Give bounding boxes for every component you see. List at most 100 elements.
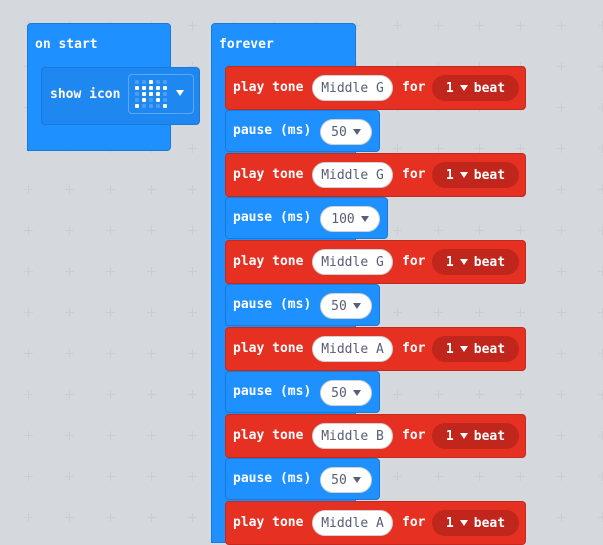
grid-plus: [106, 390, 115, 399]
beat-dropdown[interactable]: 1 beat: [432, 336, 519, 362]
grid-plus: [516, 21, 525, 30]
pause-block[interactable]: pause (ms) 100: [225, 197, 388, 239]
chevron-down-icon: [459, 520, 468, 526]
grid-plus: [24, 267, 33, 276]
beat-unit: beat: [473, 428, 506, 444]
grid-plus: [393, 144, 402, 153]
grid-plus: [106, 267, 115, 276]
grid-plus: [557, 144, 566, 153]
led-pixel: [163, 98, 167, 102]
pause-value: 50: [331, 124, 347, 140]
grid-plus: [106, 185, 115, 194]
play-tone-block[interactable]: play tone Middle G for 1 beat: [225, 66, 526, 110]
grid-plus: [147, 513, 156, 522]
for-label: for: [402, 80, 426, 95]
note-value: Middle A: [321, 515, 384, 531]
grid-plus: [598, 472, 603, 481]
play-tone-block[interactable]: play tone Middle A for 1 beat: [225, 501, 526, 545]
chevron-down-icon: [352, 477, 361, 483]
pause-value-dropdown[interactable]: 100: [320, 206, 380, 232]
grid-plus: [106, 226, 115, 235]
grid-plus: [65, 472, 74, 481]
led-pixel: [149, 98, 153, 102]
play-tone-label: play tone: [233, 428, 304, 443]
beat-dropdown[interactable]: 1 beat: [432, 162, 519, 188]
play-tone-block[interactable]: play tone Middle A for 1 beat: [225, 327, 526, 371]
grid-plus: [598, 226, 603, 235]
led-pixel: [163, 104, 167, 108]
play-tone-block[interactable]: play tone Middle G for 1 beat: [225, 153, 526, 197]
pause-block[interactable]: pause (ms) 50: [225, 110, 380, 152]
play-tone-block[interactable]: play tone Middle B for 1 beat: [225, 414, 526, 458]
grid-plus: [393, 472, 402, 481]
grid-plus: [147, 185, 156, 194]
note-value: Middle A: [321, 341, 384, 357]
led-pixel: [135, 92, 139, 96]
grid-plus: [557, 21, 566, 30]
show-icon-block[interactable]: show icon: [41, 67, 200, 125]
note-value: Middle B: [321, 428, 384, 444]
pause-block[interactable]: pause (ms) 50: [225, 371, 380, 413]
pause-value-dropdown[interactable]: 50: [320, 119, 372, 145]
beat-dropdown[interactable]: 1 beat: [432, 423, 519, 449]
pause-label: pause (ms): [233, 123, 312, 138]
grid-plus: [24, 472, 33, 481]
chevron-down-icon: [459, 433, 468, 439]
grid-plus: [557, 267, 566, 276]
icon-picker-dropdown[interactable]: [128, 74, 194, 114]
grid-plus: [516, 308, 525, 317]
grid-plus: [106, 513, 115, 522]
note-value: Middle G: [321, 254, 384, 270]
grid-plus: [24, 349, 33, 358]
pause-value: 100: [331, 211, 355, 227]
note-dropdown[interactable]: Middle A: [312, 336, 393, 362]
grid-plus: [475, 472, 484, 481]
note-dropdown[interactable]: Middle B: [312, 423, 393, 449]
grid-plus: [598, 62, 603, 71]
grid-plus: [557, 349, 566, 358]
grid-plus: [475, 308, 484, 317]
grid-plus: [65, 226, 74, 235]
led-pixel: [142, 92, 146, 96]
grid-plus: [598, 513, 603, 522]
beat-unit: beat: [473, 254, 506, 270]
grid-plus: [393, 390, 402, 399]
beat-value: 1: [445, 80, 454, 96]
grid-plus: [557, 103, 566, 112]
beat-dropdown[interactable]: 1 beat: [432, 75, 519, 101]
note-dropdown[interactable]: Middle G: [312, 162, 393, 188]
grid-plus: [188, 308, 197, 317]
beat-unit: beat: [473, 167, 506, 183]
led-pixel: [149, 86, 153, 90]
grid-plus: [188, 431, 197, 440]
grid-plus: [65, 390, 74, 399]
grid-plus: [598, 390, 603, 399]
pause-block[interactable]: pause (ms) 50: [225, 284, 380, 326]
grid-plus: [188, 21, 197, 30]
grid-plus: [24, 226, 33, 235]
pause-value-dropdown[interactable]: 50: [320, 467, 372, 493]
note-dropdown[interactable]: Middle G: [312, 249, 393, 275]
beat-dropdown[interactable]: 1 beat: [432, 249, 519, 275]
pause-label: pause (ms): [233, 297, 312, 312]
led-pixel: [135, 86, 139, 90]
grid-plus: [516, 390, 525, 399]
grid-plus: [188, 62, 197, 71]
grid-plus: [106, 308, 115, 317]
note-dropdown[interactable]: Middle A: [312, 510, 393, 536]
grid-plus: [65, 267, 74, 276]
for-label: for: [402, 167, 426, 182]
note-dropdown[interactable]: Middle G: [312, 75, 393, 101]
pause-block[interactable]: pause (ms) 50: [225, 458, 380, 500]
play-tone-block[interactable]: play tone Middle G for 1 beat: [225, 240, 526, 284]
led-pixel: [163, 80, 167, 84]
pause-value-dropdown[interactable]: 50: [320, 293, 372, 319]
led-pixel: [156, 92, 160, 96]
grid-plus: [557, 226, 566, 235]
chevron-down-icon: [459, 85, 468, 91]
on-start-block[interactable]: on start show icon: [27, 23, 200, 151]
beat-dropdown[interactable]: 1 beat: [432, 510, 519, 536]
for-label: for: [402, 515, 426, 530]
pause-value-dropdown[interactable]: 50: [320, 380, 372, 406]
grid-plus: [65, 513, 74, 522]
